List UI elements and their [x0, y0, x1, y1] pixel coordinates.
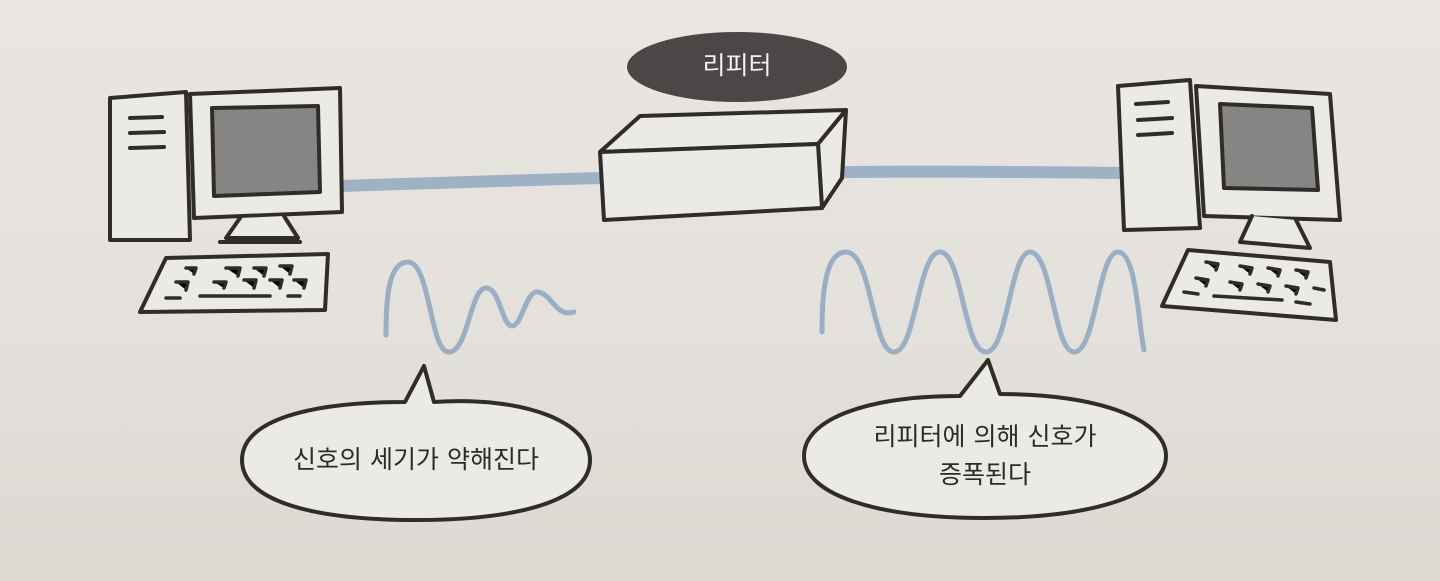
- cable-left: [336, 172, 606, 192]
- screen-right: [1218, 102, 1320, 192]
- computer-right-icon: [1116, 78, 1342, 322]
- repeater-label-pill: [627, 32, 847, 102]
- computer-left-icon: [108, 86, 344, 314]
- amplified-caption-line1: 리피터에 의해 신호가: [873, 422, 1097, 451]
- cable-right: [836, 165, 1126, 179]
- amplified-signal-wave: [819, 249, 1147, 355]
- keyboard-right: [1160, 248, 1338, 322]
- amplified-caption-line2: 증폭된다: [938, 460, 1031, 489]
- weak-signal-wave: [383, 259, 577, 355]
- screen-left: [210, 104, 322, 198]
- speech-bubble-left: [240, 364, 592, 522]
- speech-bubble-right: [802, 358, 1168, 520]
- tower-left: [108, 90, 192, 242]
- weak-signal-caption: 신호의 세기가 약해진다: [293, 445, 539, 474]
- repeater-box-icon: [598, 108, 848, 222]
- repeater-label: 리피터: [702, 51, 772, 80]
- tower-right: [1116, 78, 1202, 232]
- amplified-signal-caption: 리피터에 의해 신호가 증폭된다: [815, 418, 1155, 494]
